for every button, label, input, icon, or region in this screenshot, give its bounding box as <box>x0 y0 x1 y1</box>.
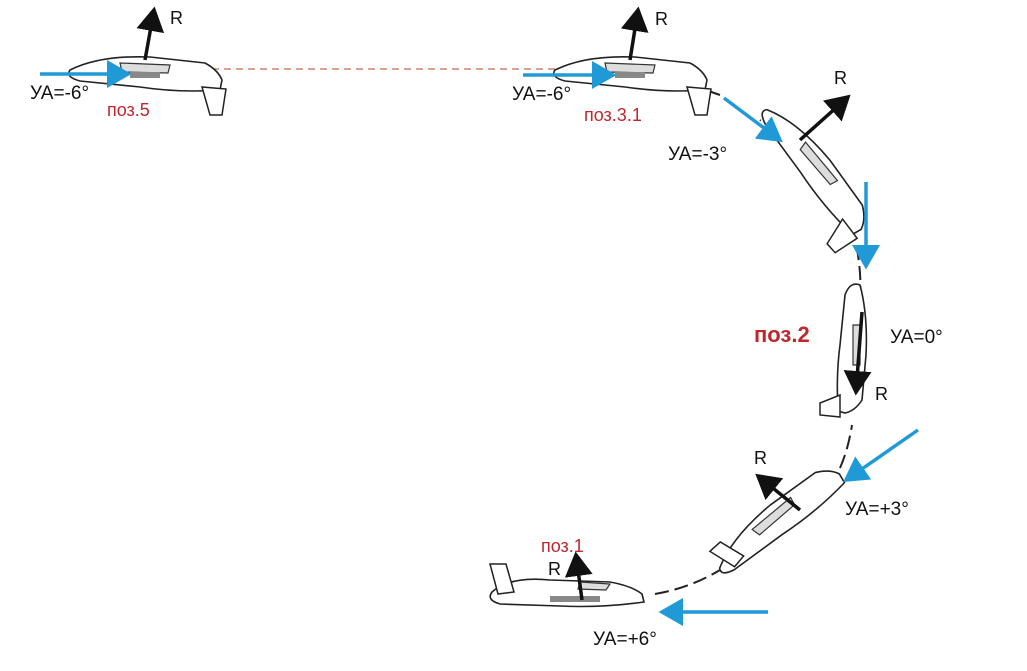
lift-arrow-pos31 <box>620 6 649 61</box>
lift-arrow-minus3 <box>798 94 851 142</box>
aoa-label-pos5: УА=-6° <box>30 83 90 104</box>
r-label-pos5: R <box>170 8 183 28</box>
r-label-pos1: R <box>548 559 561 579</box>
lift-arrow-pos1 <box>564 551 593 601</box>
r-label-minus3: R <box>834 68 847 88</box>
lift-arrow-pos2 <box>843 311 872 396</box>
flow-arrow-minus3 <box>722 96 783 143</box>
aoa-label-plus3: УА=+3° <box>845 499 909 520</box>
lift-arrow-pos5 <box>136 6 165 61</box>
lift-arrow-plus3 <box>755 473 802 512</box>
aoa-label-pos31: УА=-6° <box>512 84 572 105</box>
aoa-label-pos2: УА=0° <box>890 327 943 348</box>
aircraft-plus3 <box>708 470 846 574</box>
r-label-pos2: R <box>875 384 888 404</box>
position-label-pos31: поз.3.1 <box>584 105 642 125</box>
flow-arrow-plus3 <box>843 428 919 482</box>
aircraft-pos1 <box>489 563 645 608</box>
r-label-plus3: R <box>754 448 767 468</box>
aoa-label-minus3: УА=-3° <box>668 144 728 165</box>
aoa-label-pos1: УА=+6° <box>593 629 657 650</box>
position-label-pos5: поз.5 <box>107 100 150 120</box>
position-label-pos2: поз.2 <box>754 322 810 347</box>
aircraft-minus3 <box>761 108 865 254</box>
position-label-pos1: поз.1 <box>541 536 584 556</box>
r-label-pos31: R <box>655 9 668 29</box>
